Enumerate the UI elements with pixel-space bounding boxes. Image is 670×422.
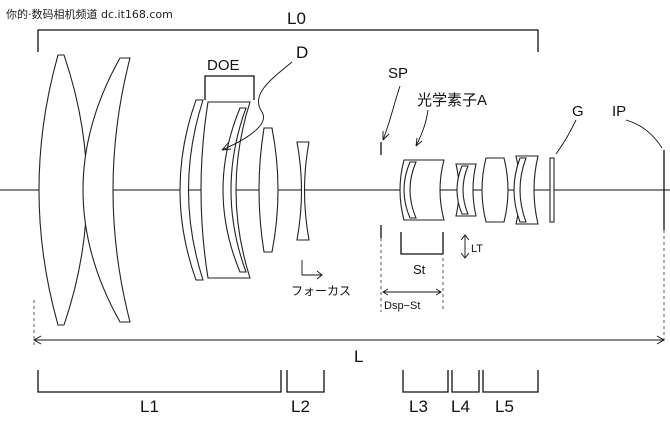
g-label: G	[572, 103, 584, 120]
lt-arrow	[460, 234, 470, 259]
d-label: D	[296, 43, 308, 62]
l0-bracket	[37, 29, 539, 52]
element-a-label: 光学素子A	[417, 92, 487, 109]
l1-bracket	[37, 370, 282, 393]
l2-bracket	[286, 370, 325, 393]
st-label: St	[413, 262, 426, 277]
lens-l2-1	[296, 141, 310, 241]
g-leader-line	[555, 119, 577, 155]
l1-label: L1	[140, 397, 159, 416]
doe-label: DOE	[207, 57, 240, 74]
lens-l1-3	[179, 99, 204, 281]
l4-label: L4	[451, 397, 470, 416]
l5-bracket	[482, 370, 539, 393]
dsp-st-dimension	[382, 288, 442, 296]
doe-bracket	[204, 75, 255, 100]
lens-group-l3	[399, 159, 445, 221]
l3-label: L3	[409, 397, 428, 416]
l3-bracket	[402, 370, 449, 393]
l5-label: L5	[495, 397, 514, 416]
d-arrowhead	[221, 141, 232, 151]
lens-l1-2	[82, 57, 131, 323]
l-dimension	[33, 300, 665, 345]
focus-arrow	[301, 260, 323, 280]
lens-group-l4	[455, 163, 477, 217]
element-a-arrowhead	[415, 137, 423, 147]
element-a-leader-line	[415, 109, 429, 147]
lens-l5-1	[481, 157, 509, 223]
ip-leader-line	[625, 119, 663, 149]
l0-label: L0	[287, 9, 306, 28]
lt-label: LT	[471, 243, 483, 255]
ip-label: IP	[612, 103, 626, 120]
glass-plate-g	[549, 157, 555, 223]
sp-leader-line	[382, 85, 401, 141]
l4-bracket	[451, 370, 480, 393]
dsp-st-label: Dsp−St	[384, 300, 420, 312]
d-leader-line	[221, 61, 293, 151]
lens-group-l2	[296, 141, 310, 241]
focus-label: フォーカス	[291, 284, 351, 298]
sp-label: SP	[388, 65, 408, 82]
l-label: L	[354, 347, 363, 366]
lens-l1-5	[258, 127, 279, 253]
st-bracket	[400, 232, 444, 255]
lens-l1-1	[38, 54, 88, 326]
sp-arrowhead	[382, 131, 390, 141]
watermark: 你的·数码相机频道 dc.it168.com	[6, 7, 173, 21]
l2-label: L2	[291, 397, 310, 416]
lens-group-l5	[481, 155, 539, 225]
